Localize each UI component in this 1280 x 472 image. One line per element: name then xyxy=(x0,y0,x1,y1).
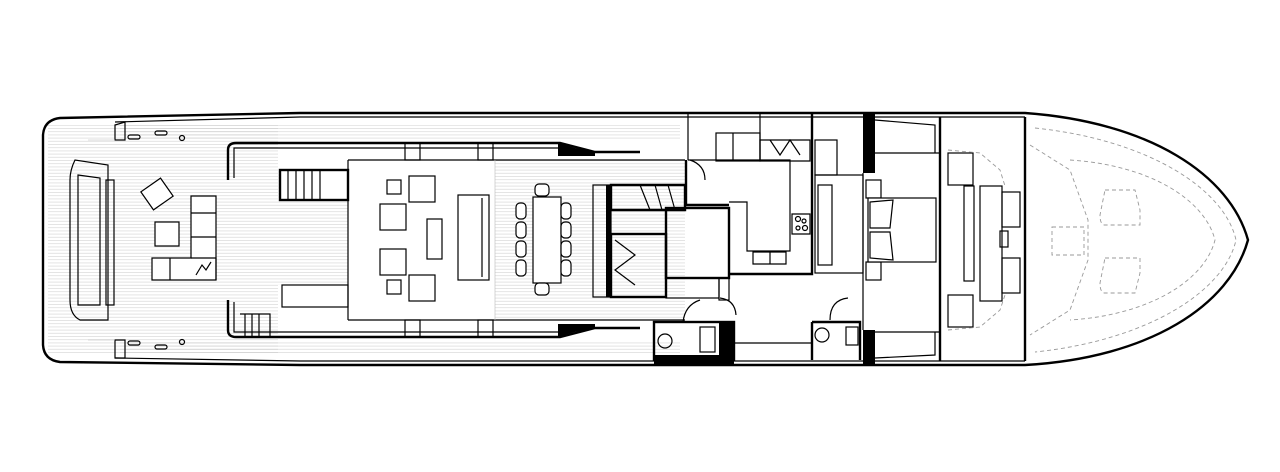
door-swing-icon xyxy=(689,159,706,181)
superstructure xyxy=(226,141,685,339)
armchair-icon xyxy=(408,175,436,203)
cooktop-icon xyxy=(791,213,811,235)
pantry xyxy=(814,139,864,274)
coffee-table xyxy=(426,218,443,260)
staircase-icon xyxy=(240,168,350,337)
aft-lounge xyxy=(140,177,217,281)
sofa-icon xyxy=(457,194,490,281)
armchair-icon xyxy=(386,179,402,195)
door-swing-icon xyxy=(682,297,737,323)
armchair-icon xyxy=(408,274,436,302)
coffee-table xyxy=(154,221,180,247)
toilet-icon xyxy=(657,333,673,349)
bed-icon xyxy=(867,197,937,263)
armchair-icon xyxy=(386,279,402,295)
forepeak xyxy=(1029,144,1216,336)
saloon-seating xyxy=(379,175,490,302)
door-swing-icon xyxy=(829,297,849,321)
toilet-icon xyxy=(814,327,830,343)
armchair-icon xyxy=(379,203,407,231)
armchair-icon xyxy=(379,248,407,276)
teak-decking xyxy=(48,125,685,355)
swim-platform xyxy=(69,121,126,359)
bow-inner-line xyxy=(1034,127,1237,353)
bathroom-fwd xyxy=(734,297,862,360)
stair-core xyxy=(592,183,731,301)
dining-table-icon xyxy=(515,183,572,296)
hull-outline xyxy=(41,111,1250,367)
cleats xyxy=(127,130,186,350)
master-cabin xyxy=(862,113,1021,365)
sink-icon xyxy=(752,251,787,265)
bathroom-aft xyxy=(652,297,737,365)
hull-inner-line xyxy=(114,116,1025,362)
sink-icon xyxy=(699,326,716,353)
armchair-icon xyxy=(140,177,174,211)
galley xyxy=(684,113,814,276)
sink-icon xyxy=(845,326,859,346)
